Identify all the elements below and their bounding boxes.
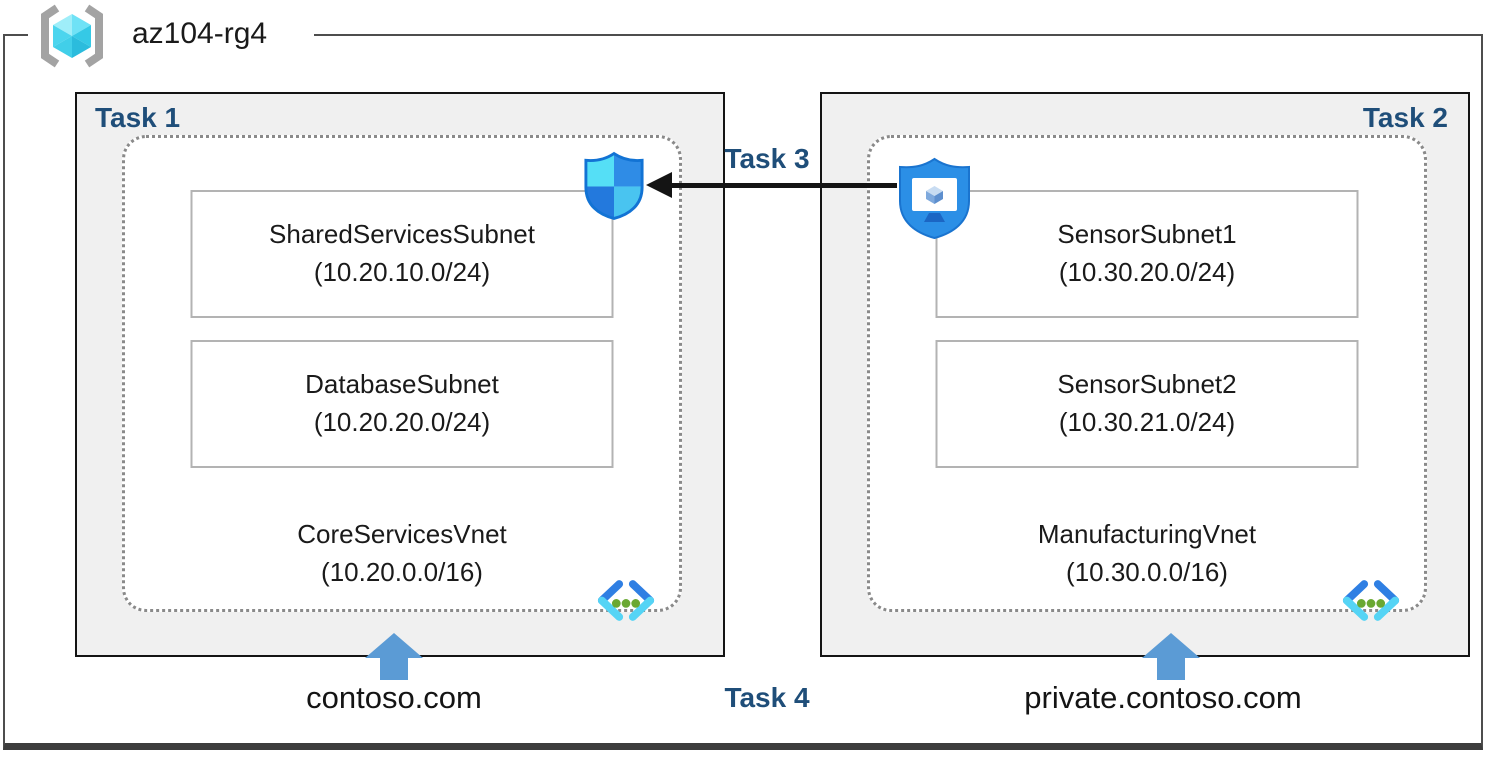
shared-services-subnet: SharedServicesSubnet (10.20.10.0/24) [190, 190, 614, 318]
subnet-name: SensorSubnet2 [1057, 369, 1237, 400]
subnet-name: SensorSubnet1 [1057, 219, 1237, 250]
subnet-name: DatabaseSubnet [305, 369, 499, 400]
up-arrow-icon [1142, 633, 1200, 680]
database-subnet: DatabaseSubnet (10.20.20.0/24) [190, 340, 614, 468]
core-services-vnet-boundary: SharedServicesSubnet (10.20.10.0/24) Dat… [122, 135, 682, 621]
peering-arrow-line [668, 183, 897, 188]
subnet-cidr: (10.30.20.0/24) [1058, 257, 1236, 287]
vnet-caption: CoreServicesVnet (10.20.0.0/16) [125, 516, 679, 591]
resource-group-icon [36, 3, 108, 68]
resource-group-frame [3, 34, 1483, 750]
task4-label: Task 4 [724, 682, 810, 713]
virtual-network-icon [1340, 577, 1402, 624]
sensor-subnet1: SensorSubnet1 (10.30.20.0/24) [935, 190, 1359, 318]
task2-label: Task 2 [1362, 102, 1448, 133]
vnet-name: CoreServicesVnet [297, 519, 507, 549]
vnet-caption: ManufacturingVnet (10.30.0.0/16) [870, 516, 1424, 591]
private-contoso-domain-label: private.contoso.com [1024, 680, 1302, 715]
subnet-name: SharedServicesSubnet [269, 219, 535, 250]
security-shield-icon [583, 150, 645, 221]
task1-label: Task 1 [95, 102, 181, 133]
task3-label: Task 3 [724, 143, 810, 174]
subnet-cidr: (10.20.10.0/24) [313, 257, 491, 287]
resource-group-name: az104-rg4 [132, 17, 268, 50]
peering-arrow-head [646, 172, 672, 198]
bastion-shield-monitor-icon [896, 156, 973, 241]
vnet-cidr: (10.30.0.0/16) [1066, 556, 1228, 587]
subnet-cidr: (10.30.21.0/24) [1058, 407, 1236, 437]
subnet-cidr: (10.20.20.0/24) [313, 407, 491, 437]
vnet-name: ManufacturingVnet [1037, 519, 1257, 549]
virtual-network-icon [595, 577, 657, 624]
sensor-subnet2: SensorSubnet2 (10.30.21.0/24) [935, 340, 1359, 468]
contoso-domain-label: contoso.com [306, 680, 482, 715]
up-arrow-icon [365, 633, 423, 680]
vnet-cidr: (10.20.0.0/16) [321, 556, 483, 587]
